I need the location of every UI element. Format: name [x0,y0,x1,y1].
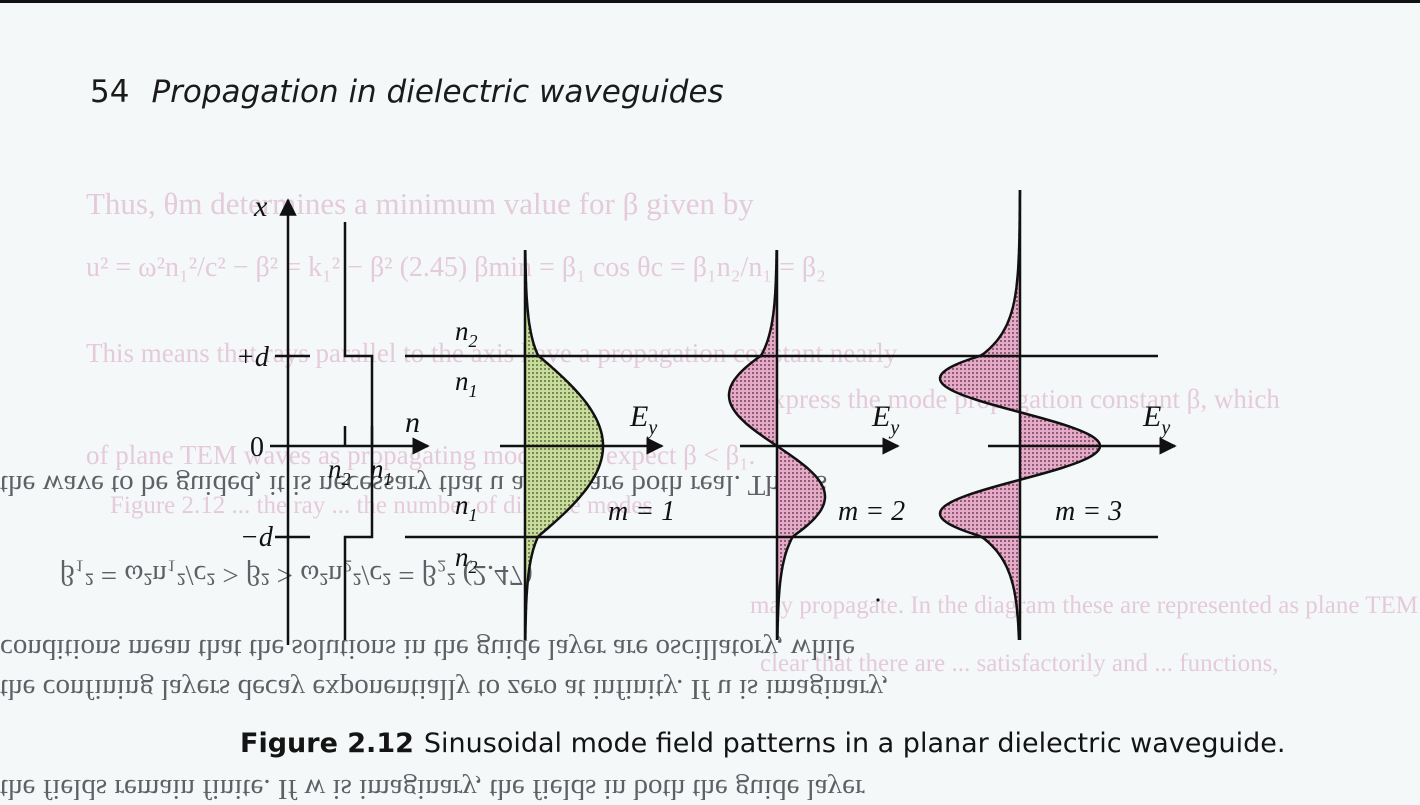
mode-2-field-label: Ey [871,400,899,439]
mode-1-label: m = 1 [608,496,675,527]
tick-label-plus-d: +d [236,342,270,373]
mode-3-field-curve [938,190,1102,641]
layer-label-lower-n1: n1 [455,490,478,525]
tick-label-minus-d: −d [240,522,274,553]
figure-caption: Figure 2.12 Sinusoidal mode field pattern… [240,728,1285,759]
mode-2-label: m = 2 [838,496,905,527]
n-axis-label: n [405,406,420,439]
tick-label-zero: 0 [250,432,264,463]
mode-3-field-label: Ey [1142,400,1170,439]
layer-label-top-n2: n2 [455,316,478,351]
x-axis-label: x [253,190,268,223]
index-profile-step [343,222,374,640]
running-title: Propagation in dielectric waveguides [151,74,724,110]
scan-edge [0,0,1420,3]
page-header: 54 Propagation in dielectric waveguides [90,74,724,110]
bleed-line: may propagate. In the diagram these are … [750,592,1420,619]
caption-text: Sinusoidal mode field patterns in a plan… [423,728,1286,759]
bleed-line: Thus, θm determines a minimum value for … [86,186,754,221]
profile-label-n2: n2 [328,454,351,489]
mode-3-label: m = 3 [1055,496,1122,527]
bleed-line: clear that there are ... satisfactorily … [760,650,1279,677]
layer-label-upper-n1: n1 [455,366,478,401]
mode-1-field-label: Ey [629,400,657,439]
ink-speck [876,598,880,602]
caption-figure-number: Figure 2.12 [240,728,414,759]
bleed-line: u² = ω²n₁²/c² − β² = k₁² − β² (2.45) βmi… [86,252,826,283]
layer-label-bottom-n2: n2 [455,542,478,577]
profile-label-n1: n1 [370,454,393,489]
page-number: 54 [90,74,130,110]
